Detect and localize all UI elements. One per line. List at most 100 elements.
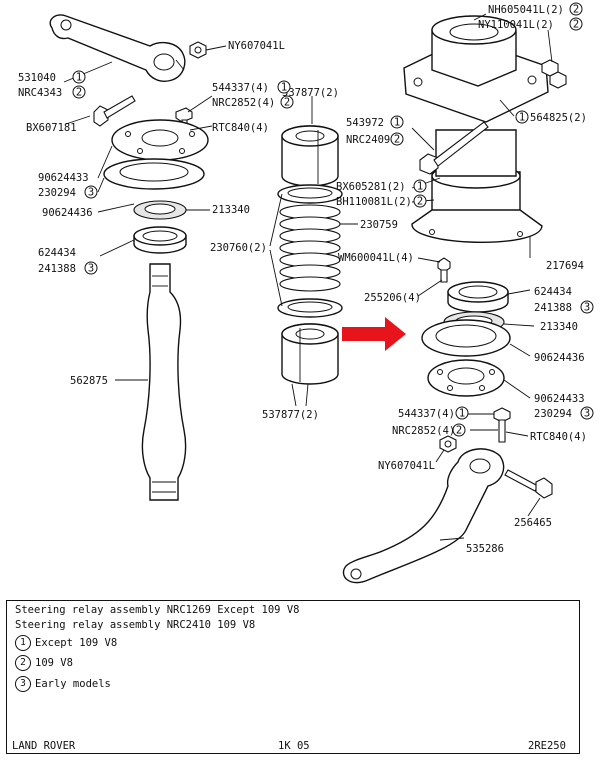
- gasket-top: [103, 158, 205, 190]
- leader-lines: [63, 13, 553, 541]
- svg-text:3: 3: [584, 408, 590, 420]
- label-ny607041l-top: NY607041L: [228, 40, 285, 52]
- bearing-624434-left: [133, 226, 187, 254]
- marker-three: 3: [15, 676, 31, 692]
- svg-text:1: 1: [394, 117, 400, 129]
- label-624434-left: 624434: [38, 247, 76, 259]
- bolt-256465: [504, 469, 553, 499]
- marker-three: 3: [580, 406, 594, 420]
- bolt-bx607181: [93, 95, 136, 127]
- label-bx605281: BX605281(2): [336, 181, 406, 193]
- svg-text:2: 2: [573, 19, 579, 31]
- screw-544337-bottom: [493, 407, 511, 443]
- label-90624436-right: 90624436: [534, 352, 585, 364]
- svg-text:1: 1: [519, 112, 525, 124]
- drop-arm-bottom: [342, 448, 505, 584]
- legend-line-2: Steering relay assembly NRC2410 109 V8: [15, 619, 256, 631]
- label-213340-left: 213340: [212, 204, 250, 216]
- bearing-624434-right: [447, 281, 509, 313]
- direction-arrow: [342, 317, 406, 351]
- marker-one: 1: [390, 115, 404, 129]
- split-bush-537877-bottom: [281, 323, 339, 385]
- footer-brand: LAND ROVER: [12, 740, 76, 752]
- label-wm600041l: WM600041L(4): [338, 252, 414, 264]
- label-241388-right: 241388: [534, 302, 572, 314]
- nut-ny607041l-top: [189, 41, 207, 59]
- relay-housing: [403, 15, 549, 241]
- label-rtc840-top: RTC840(4): [212, 122, 269, 134]
- label-bh110081l: BH110081L(2): [336, 196, 412, 208]
- marker-two: 2: [452, 423, 466, 437]
- reference-markers: 1 2 1 2 3 3 2 2 1 2 1 1 2 3 3 1 2: [72, 2, 594, 437]
- footer-page: 1K 05: [278, 740, 310, 752]
- rocker-shaft-562875: [141, 263, 187, 501]
- label-90624433-left: 90624433: [38, 172, 89, 184]
- label-rtc840-bottom: RTC840(4): [530, 431, 587, 443]
- label-213340-right: 213340: [540, 321, 578, 333]
- spring-230759: [279, 204, 341, 292]
- split-bush-537877-top: [281, 125, 339, 187]
- label-230294-left: 230294: [38, 187, 76, 199]
- label-217694: 217694: [546, 260, 584, 272]
- marker-one: 1: [277, 80, 291, 94]
- marker-three: 3: [580, 300, 594, 314]
- bolt-543972: [419, 121, 489, 175]
- exploded-parts-diagram: NY607041L 531040 NRC4343 BX607181 544337…: [18, 2, 594, 584]
- label-230759: 230759: [360, 219, 398, 231]
- svg-text:3: 3: [584, 302, 590, 314]
- marker-one: 1: [455, 406, 469, 420]
- svg-text:2: 2: [417, 196, 423, 208]
- label-90624436-left: 90624436: [42, 207, 93, 219]
- label-256465: 256465: [514, 517, 552, 529]
- marker-two: 2: [569, 2, 583, 16]
- svg-text:2: 2: [573, 4, 579, 16]
- label-255206: 255206(4): [364, 292, 421, 304]
- label-531040: 531040: [18, 72, 56, 84]
- marker-one: 1: [515, 110, 529, 124]
- marker-one: 1: [72, 70, 86, 84]
- marker-three: 3: [84, 185, 98, 199]
- marker-three: 3: [84, 261, 98, 275]
- label-544337-bottom: 544337(4): [398, 408, 455, 420]
- marker-one: 1: [15, 635, 31, 651]
- legend-box: Steering relay assembly NRC1269 Except 1…: [6, 600, 580, 754]
- label-562875: 562875: [70, 375, 108, 387]
- label-230760: 230760(2): [210, 242, 267, 254]
- label-230294-right: 230294: [534, 408, 572, 420]
- label-ny607041l-bottom: NY607041L: [378, 460, 435, 472]
- marker-two: 2: [569, 17, 583, 31]
- label-nh605041l: NH605041L(2): [488, 4, 564, 16]
- legend-note-3: 3 Early models: [15, 676, 111, 692]
- svg-text:1: 1: [459, 408, 465, 420]
- svg-text:2: 2: [76, 87, 82, 99]
- marker-two: 2: [280, 95, 294, 109]
- label-537877-top: 537877(2): [282, 87, 339, 99]
- label-nrc2409: NRC2409: [346, 134, 390, 146]
- marker-two: 2: [15, 655, 31, 671]
- svg-text:1: 1: [76, 72, 82, 84]
- label-bx607181: BX607181: [26, 122, 77, 134]
- label-543972: 543972: [346, 117, 384, 129]
- svg-text:1: 1: [281, 82, 287, 94]
- washer-230760-top: [277, 184, 343, 204]
- svg-text:3: 3: [88, 263, 94, 275]
- marker-one: 1: [413, 179, 427, 193]
- washer-230760-bottom: [277, 298, 343, 318]
- svg-text:2: 2: [456, 425, 462, 437]
- marker-two: 2: [390, 132, 404, 146]
- label-544337-top: 544337(4): [212, 82, 269, 94]
- label-241388-left: 241388: [38, 263, 76, 275]
- label-90624433-right: 90624433: [534, 393, 585, 405]
- flange-plate-top: [111, 119, 209, 161]
- base-flange-217694: [411, 209, 543, 243]
- gasket-90624436-right: [421, 319, 511, 357]
- label-535286: 535286: [466, 543, 504, 555]
- drop-arm-top: [49, 14, 186, 82]
- svg-text:2: 2: [284, 97, 290, 109]
- label-537877-bottom: 537877(2): [262, 409, 319, 421]
- legend-note-3-text: Early models: [35, 678, 111, 690]
- label-564825: 564825(2): [530, 112, 587, 124]
- legend-note-1: 1 Except 109 V8: [15, 635, 117, 651]
- legend-note-1-text: Except 109 V8: [35, 637, 118, 649]
